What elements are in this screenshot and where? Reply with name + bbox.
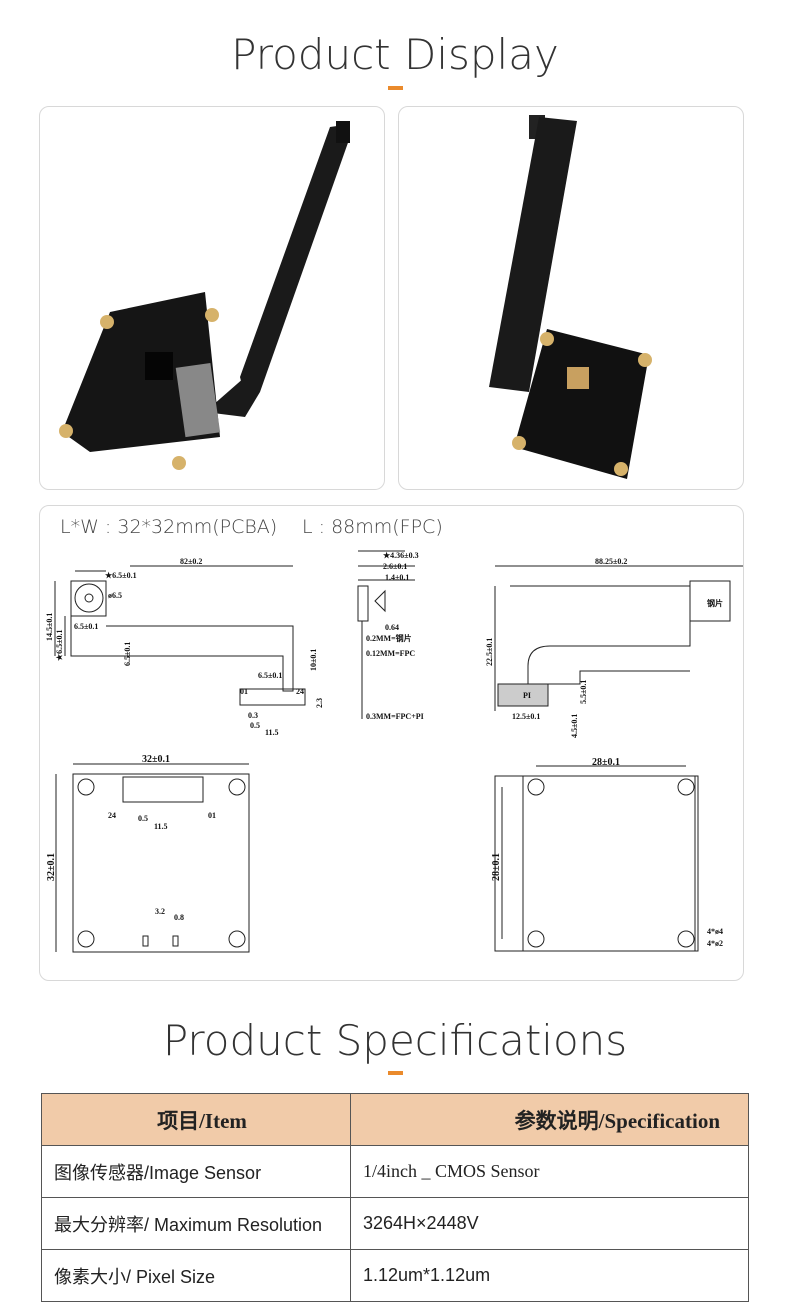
title-accent-bar <box>388 86 403 90</box>
dimension-drawing <box>54 550 743 953</box>
product-display-title: Product Display <box>231 30 559 79</box>
dim-10: 10±0.1 <box>309 649 318 671</box>
table-row: 图像传感器/Image Sensor 1/4inch _ CMOS Sensor <box>41 1145 749 1198</box>
side-0.12mm: 0.12MM=FPC <box>366 649 415 658</box>
side-0.2mm: 0.2MM=钢片 <box>366 633 412 643</box>
rear-22.5: 22.5±0.1 <box>485 638 494 666</box>
row-label: 像素大小/ Pixel Size <box>41 1249 351 1302</box>
row-value: 1/4inch _ CMOS Sensor <box>350 1145 749 1198</box>
side-0.64: 0.64 <box>385 623 399 632</box>
dim-0.5: 0.5 <box>250 721 260 730</box>
pin-24: 24 <box>296 687 304 696</box>
hole-28-height: 28±0.1 <box>491 853 502 881</box>
board-0.8: 0.8 <box>174 913 184 922</box>
side-1.4: 1.4±0.1 <box>385 573 409 582</box>
board-3.2: 3.2 <box>155 907 165 916</box>
dim-phi6.5: ø6.5 <box>108 591 122 600</box>
board-pin-24: 24 <box>108 811 116 820</box>
dim-2.3: 2.3 <box>315 698 324 708</box>
header-item: 项目/Item <box>41 1093 351 1146</box>
hole-28-width: 28±0.1 <box>592 757 620 768</box>
board-11.5: 11.5 <box>154 822 168 831</box>
rear-4.5: 4.5±0.1 <box>570 714 579 738</box>
specifications-table: 项目/Item 参数说明/Specification 图像传感器/Image S… <box>41 1093 749 1302</box>
rear-88.25: 88.25±0.2 <box>595 557 627 566</box>
product-photo-front <box>39 106 385 490</box>
board-0.5: 0.5 <box>138 814 148 823</box>
header-specification: 参数说明/Specification <box>350 1093 749 1146</box>
dim-6.5b: ★6.5±0.1 <box>55 629 64 661</box>
dim-6.5a: ★6.5±0.1 <box>105 571 137 580</box>
product-specifications-title: Product Specifications <box>162 1016 628 1065</box>
dimension-drawing-card: 82±0.2 ★6.5±0.1 ø6.5 14.5±0.1 ★6.5±0.1 6… <box>39 505 744 981</box>
side-2.6: 2.6±0.1 <box>383 562 407 571</box>
table-row: 最大分辨率/ Maximum Resolution 3264H×2448V <box>41 1197 749 1250</box>
table-header-row: 项目/Item 参数说明/Specification <box>41 1093 749 1146</box>
row-value: 1.12um*1.12um <box>350 1249 749 1302</box>
board-32-height: 32±0.1 <box>46 853 57 881</box>
specs-accent-bar <box>388 1071 403 1075</box>
camera-module-back-image <box>489 115 652 479</box>
dim-14.5: 14.5±0.1 <box>45 613 54 641</box>
pin-01: 01 <box>240 687 248 696</box>
row-label: 最大分辨率/ Maximum Resolution <box>41 1197 351 1250</box>
product-photo-back <box>398 106 744 490</box>
row-value: 3264H×2448V <box>350 1197 749 1250</box>
camera-module-front-image <box>59 121 350 470</box>
rear-12.5: 12.5±0.1 <box>512 712 540 721</box>
board-32-width: 32±0.1 <box>142 754 170 765</box>
side-0.3mm: 0.3MM=FPC+PI <box>366 712 424 721</box>
dim-6.5c: 6.5±0.1 <box>74 622 98 631</box>
side-4.36: ★4.36±0.3 <box>383 551 419 560</box>
table-row: 像素大小/ Pixel Size 1.12um*1.12um <box>41 1249 749 1302</box>
dim-6.5d: 6.5±0.1 <box>123 642 132 666</box>
dim-11.5: 11.5 <box>265 728 279 737</box>
fpc-length-label: L : 88mm(FPC) <box>302 516 443 538</box>
hole-4phi4: 4*ø4 <box>707 927 723 936</box>
pcba-size-label: L*W : 32*32mm(PCBA) <box>60 516 278 538</box>
board-pin-01: 01 <box>208 811 216 820</box>
row-label: 图像传感器/Image Sensor <box>41 1145 351 1198</box>
dim-0.3: 0.3 <box>248 711 258 720</box>
dim-82: 82±0.2 <box>180 557 202 566</box>
dimension-labels: 82±0.2 ★6.5±0.1 ø6.5 14.5±0.1 ★6.5±0.1 6… <box>45 551 723 948</box>
rear-5.5: 5.5±0.1 <box>579 680 588 704</box>
rear-pi: PI <box>523 691 531 700</box>
rear-steel: 钢片 <box>707 598 723 608</box>
dim-6.5e: 6.5±0.1 <box>258 671 282 680</box>
hole-4phi2: 4*ø2 <box>707 939 723 948</box>
